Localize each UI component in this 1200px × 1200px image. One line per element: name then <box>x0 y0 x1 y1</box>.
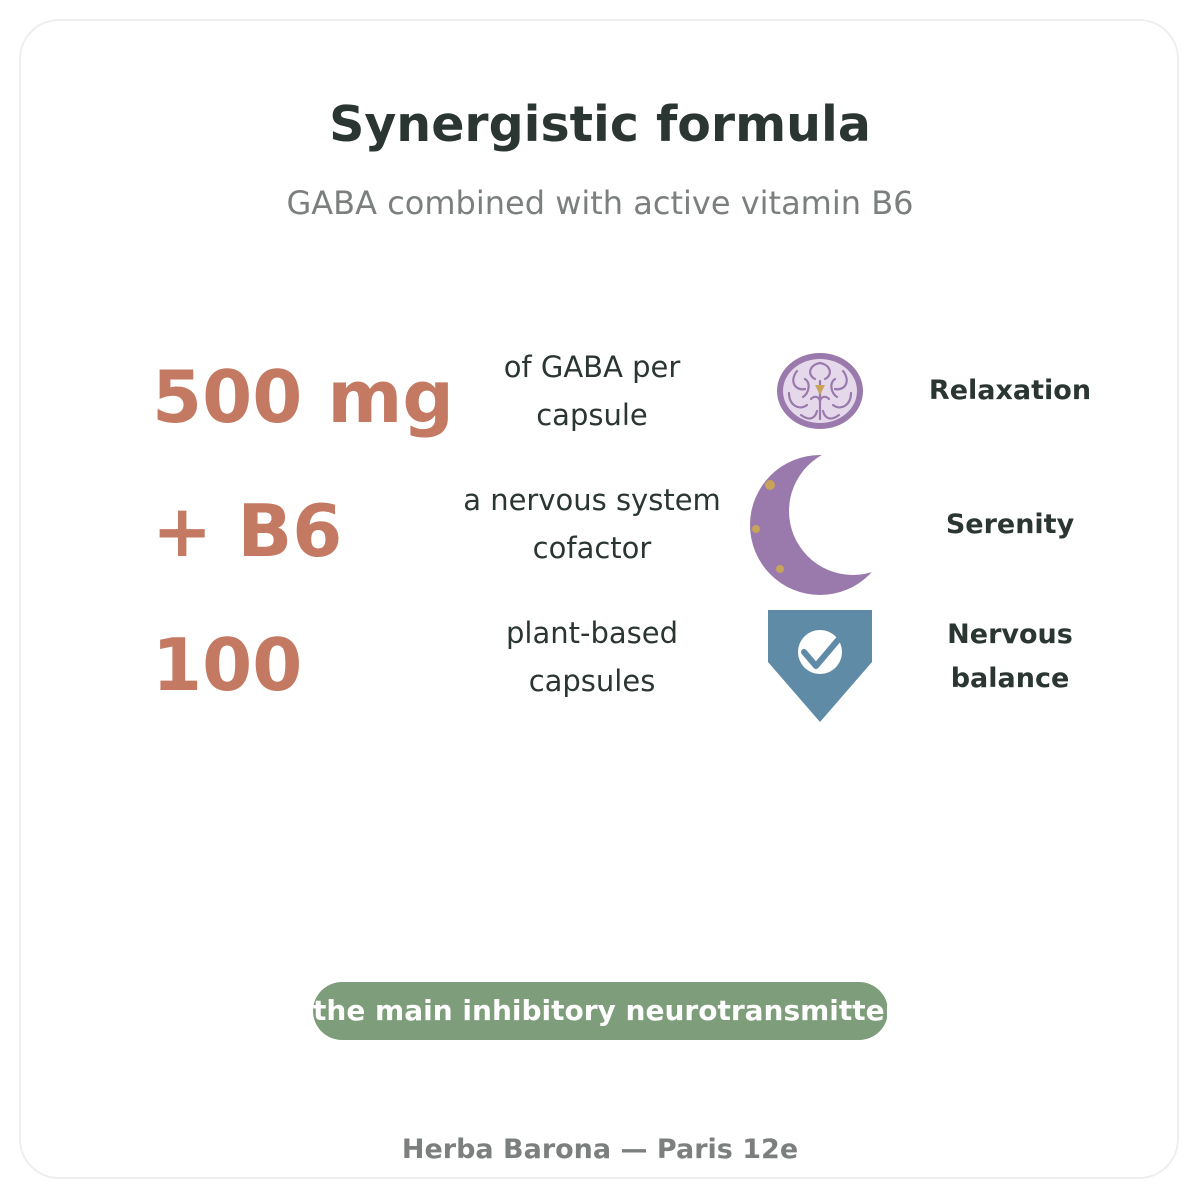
feature-row-gaba: 500 mg of GABA per capsule R <box>0 325 1200 465</box>
crescent-moon-icon <box>748 455 890 601</box>
shield-check-icon <box>768 610 873 729</box>
footer-brand: Herba Barona — Paris 12e <box>401 1134 799 1165</box>
b6-description: a nervous system cofactor <box>463 483 721 565</box>
feature-row-capsules: 100 plant-based capsules Nervous balance <box>0 595 1200 735</box>
page-subtitle: GABA combined with active vitamin B6 <box>286 184 914 222</box>
b6-value: + B6 <box>152 489 343 573</box>
capsule-count-value: 100 <box>152 623 303 707</box>
gaba-dose-description: of GABA per capsule <box>503 350 681 432</box>
inhibitory-neurotransmitter-badge: the main inhibitory neurotransmitter <box>313 982 898 1040</box>
benefit-serenity: Serenity <box>945 509 1075 540</box>
gaba-dose-value: 500 mg <box>152 355 454 439</box>
brain-icon <box>775 351 865 435</box>
benefit-nervous-balance: Nervous balance <box>947 619 1073 694</box>
capsule-count-description: plant-based capsules <box>506 616 678 698</box>
page-title: Synergistic formula <box>329 96 871 153</box>
feature-row-b6: + B6 a nervous system cofactor Serenity <box>0 455 1200 595</box>
benefit-relaxation: Relaxation <box>928 375 1092 406</box>
